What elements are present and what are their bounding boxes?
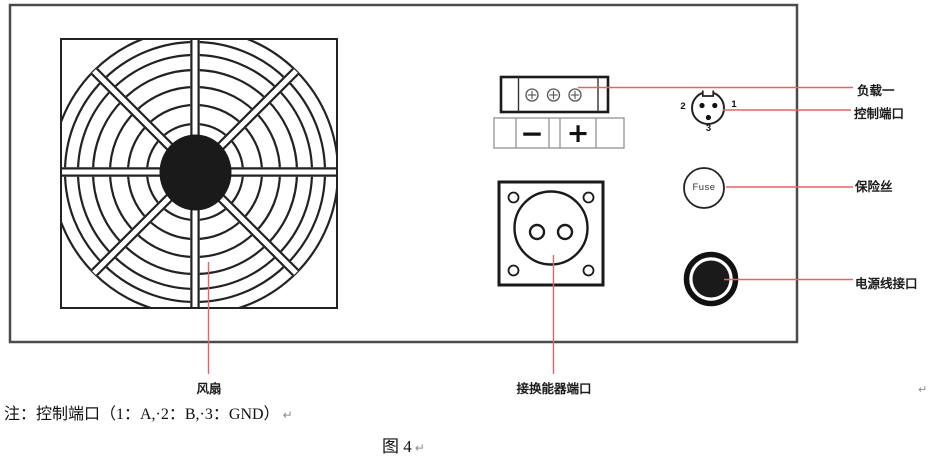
figure-note: 注：控制端口（1：A,·2：B,·3：GND）↵ bbox=[4, 400, 293, 424]
pin-dot bbox=[712, 102, 718, 109]
label-power-inlet: 电源线接口 bbox=[855, 277, 918, 291]
polarity-label-strip bbox=[493, 117, 625, 149]
pin-dot bbox=[705, 114, 712, 121]
pin-dot bbox=[699, 102, 705, 109]
label-load: 负载一 bbox=[857, 84, 895, 98]
return-mark-icon: ↵ bbox=[282, 408, 293, 422]
figure-caption: 图 4↵ bbox=[382, 432, 425, 457]
label-fuse: 保险丝 bbox=[855, 180, 893, 194]
control-port-pin1-label: 1 bbox=[731, 99, 737, 110]
fan-grille-icon bbox=[61, 39, 337, 308]
control-port-pin3-label: 3 bbox=[705, 123, 712, 134]
fuse-holder-icon bbox=[683, 167, 725, 209]
leader-lines bbox=[207, 86, 853, 374]
control-port-connector-icon bbox=[691, 89, 725, 125]
label-fan: 风扇 bbox=[196, 382, 222, 396]
minus-polarity-label: − bbox=[520, 117, 544, 150]
return-mark-icon: ↵ bbox=[918, 383, 928, 396]
fuse-marking: Fuse bbox=[692, 182, 716, 193]
fan-hub bbox=[159, 134, 232, 211]
figure-caption-text: 图 4 bbox=[382, 437, 412, 456]
plus-polarity-label: + bbox=[566, 118, 590, 149]
label-transducer-port: 接换能器端口 bbox=[516, 382, 592, 396]
control-port-pin2-label: 2 bbox=[680, 101, 686, 112]
label-control-port: 控制端口 bbox=[854, 107, 905, 121]
figure-note-text: 注：控制端口（1：A,·2：B,·3：GND） bbox=[4, 406, 280, 423]
screw-terminal-icon bbox=[525, 88, 582, 102]
power-inlet-icon bbox=[683, 251, 739, 307]
return-mark-icon: ↵ bbox=[414, 441, 425, 455]
transducer-port-icon bbox=[497, 180, 605, 287]
fan-frame bbox=[60, 38, 338, 309]
load-terminal-block bbox=[499, 75, 610, 114]
